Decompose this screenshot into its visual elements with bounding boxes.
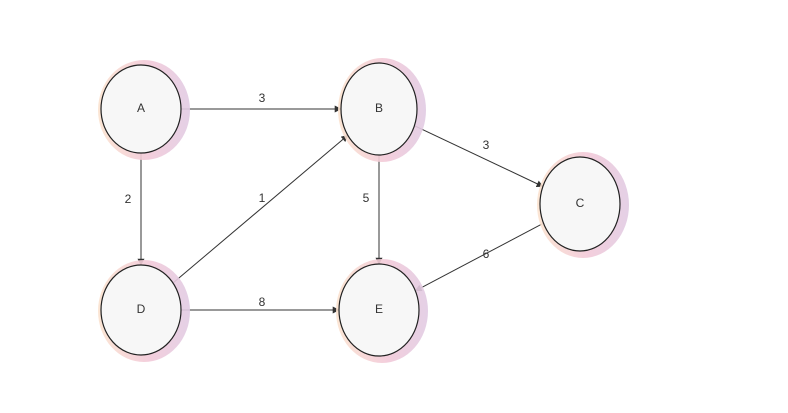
node-circle — [340, 62, 418, 156]
edge-b-c — [414, 125, 544, 187]
node-circle — [539, 156, 621, 252]
node-circle — [338, 263, 420, 357]
node-b[interactable]: B — [338, 58, 426, 162]
edge-weight-d-e: 8 — [259, 295, 266, 309]
edge-weight-c-e: 6 — [483, 247, 490, 261]
edge-weight-b-e: 5 — [363, 191, 370, 205]
node-label: A — [137, 101, 145, 115]
edge-labels: 3 2 1 5 3 6 8 — [125, 91, 490, 309]
node-label: E — [375, 302, 383, 316]
node-label: D — [137, 302, 146, 316]
node-circle — [100, 264, 182, 356]
edge-d-b — [172, 134, 349, 284]
nodes: A B C D E — [98, 58, 629, 363]
node-e[interactable]: E — [336, 259, 428, 363]
edge-c-e — [414, 222, 544, 292]
node-c[interactable]: C — [537, 152, 629, 258]
edges — [137, 105, 544, 314]
node-label: C — [576, 196, 585, 210]
edge-weight-d-b: 1 — [259, 191, 266, 205]
node-label: B — [375, 101, 383, 115]
node-d[interactable]: D — [98, 260, 190, 362]
edge-weight-a-d: 2 — [125, 192, 132, 206]
edge-weight-a-b: 3 — [259, 91, 266, 105]
node-a[interactable]: A — [98, 60, 190, 160]
node-circle — [100, 64, 182, 154]
edge-weight-b-c: 3 — [483, 138, 490, 152]
